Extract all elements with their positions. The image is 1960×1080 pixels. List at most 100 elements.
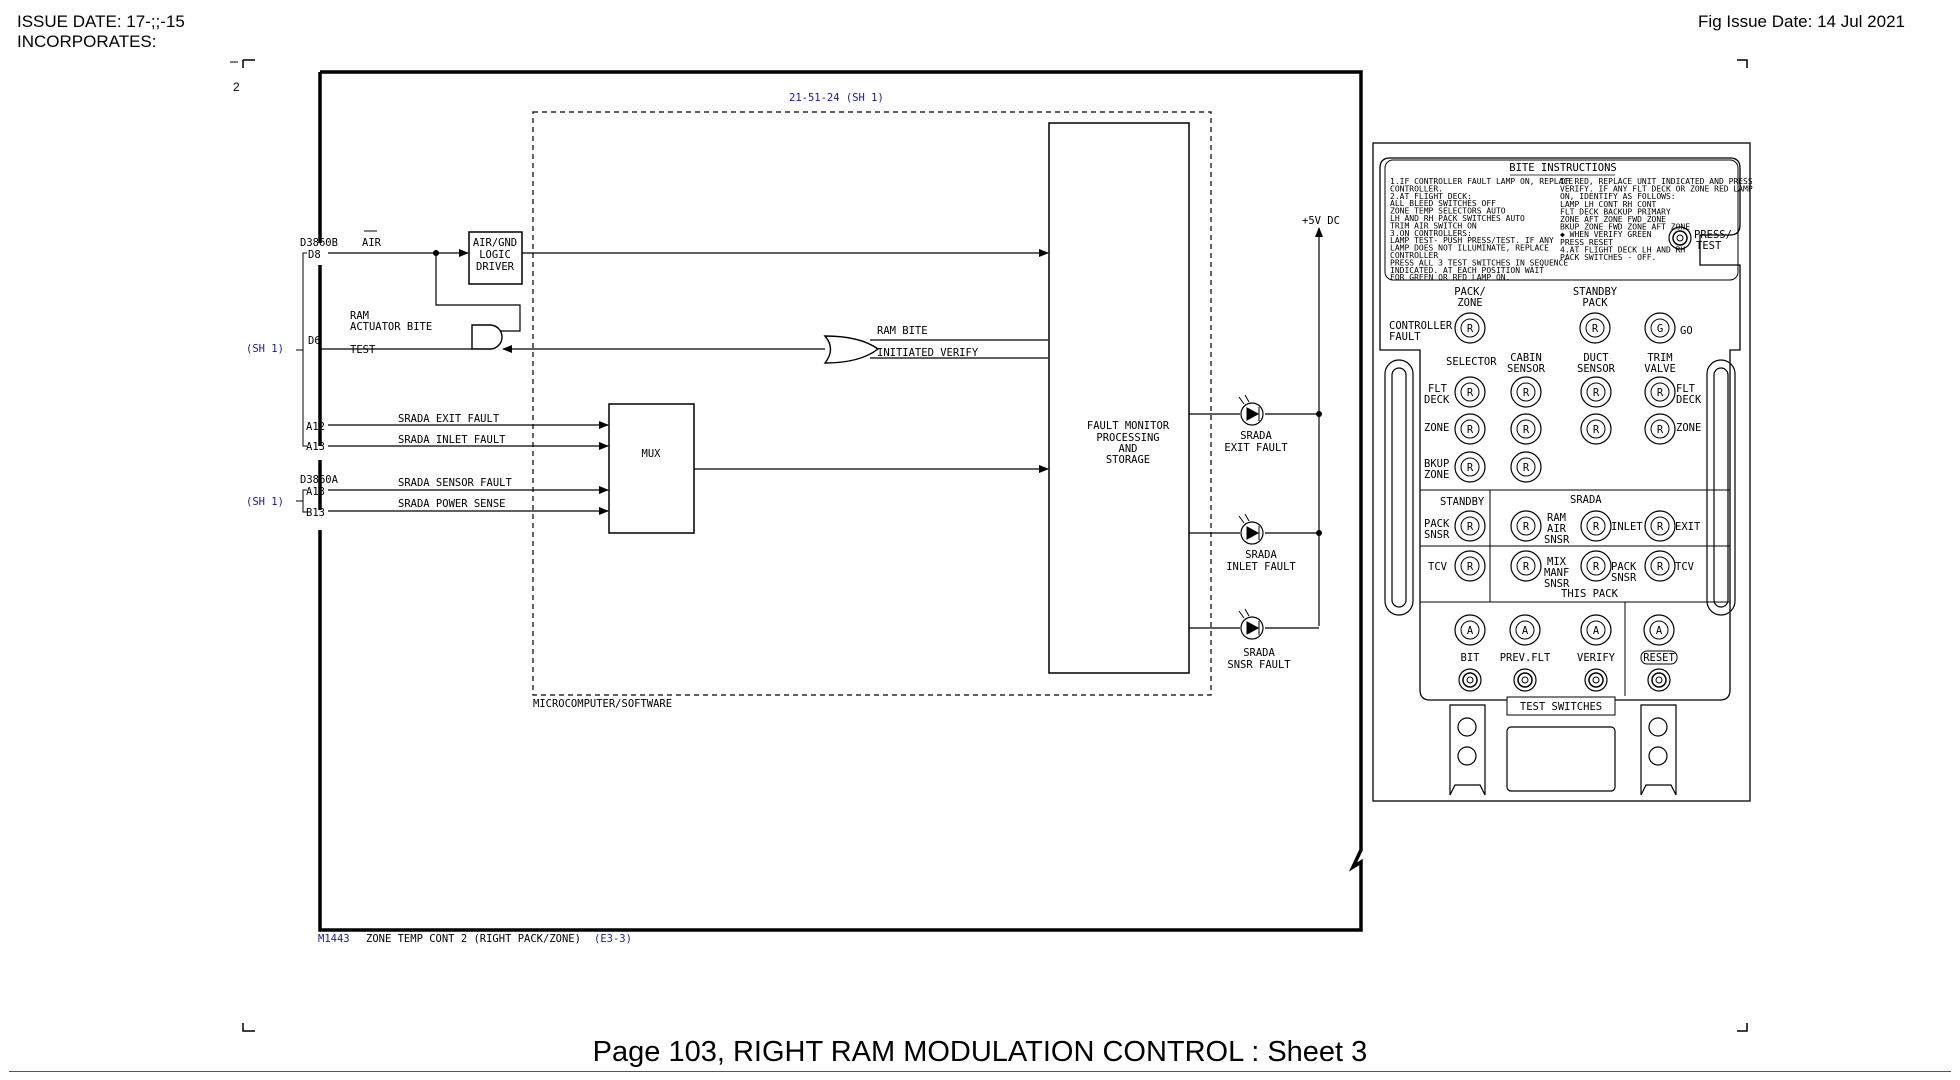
flt-deck-right-line2: DECK <box>1676 394 1702 406</box>
bite-instructions-left: 1.IF CONTROLLER FAULT LAMP ON, REPLACECO… <box>1390 177 1573 282</box>
reset-lamp <box>1643 614 1675 646</box>
srada-exit-lamp <box>1644 510 1676 542</box>
bite-instructions-right: IF RED, REPLACE UNIT INDICATED AND PRESS… <box>1560 177 1753 262</box>
reset-switch-ring <box>1651 672 1667 688</box>
duct-sensor-flt-deck-lamp <box>1580 376 1612 408</box>
verify-switch[interactable] <box>1584 668 1608 692</box>
bit-switch-ring <box>1466 676 1474 684</box>
duct-sensor-zone-lamp <box>1580 413 1612 445</box>
tcv-lamp-inner <box>1650 556 1670 576</box>
pack-zone-line2: ZONE <box>1457 297 1482 309</box>
bite-instruction-left-line: LAMP DOES NOT ILLUMINATE, REPLACE <box>1390 244 1549 253</box>
duct-sensor-line1: DUCT <box>1583 352 1609 364</box>
incorporates-label: INCORPORATES: <box>17 32 157 51</box>
bite-instruction-left-line: ALL BLEED SWITCHES OFF <box>1390 199 1496 208</box>
verify-switch-ring <box>1592 676 1600 684</box>
schematic-border <box>318 70 1363 932</box>
test-label: TEST <box>350 344 376 356</box>
bite-instruction-right-line: ZONE AFT ZONE FWD ZONE <box>1560 215 1666 224</box>
srada-ram-air-lamp-inner <box>1516 516 1536 536</box>
issue-date: ISSUE DATE: 17-;;-15 <box>17 12 185 31</box>
cabin-sensor-bkup-zone-lamp-letter: R <box>1523 462 1530 474</box>
standby-tcv-lamp-inner <box>1460 556 1480 576</box>
lamp-exit <box>1189 394 1322 426</box>
srada-inlet-lamp <box>1580 510 1612 542</box>
standby-pack-line1: STANDBY <box>1573 286 1618 298</box>
cabin-sensor-bkup-zone-lamp-inner <box>1516 457 1536 477</box>
srada-label: SRADA <box>1570 494 1602 506</box>
flt-deck-left-line2: DECK <box>1424 394 1450 406</box>
tcv-right-label: TCV <box>1675 561 1695 573</box>
cabin-sensor-line2: SENSOR <box>1507 363 1546 375</box>
connector-a-label: D3860A <box>300 474 339 486</box>
selector-bkup-zone-lamp-letter: R <box>1467 462 1474 474</box>
bite-instruction-left-line: CONTROLLER. <box>1390 184 1443 193</box>
srada-power-sense-label: SRADA POWER SENSE <box>398 498 505 510</box>
standby-label: STANDBY <box>1440 496 1485 508</box>
pin-a12: A12 <box>306 421 325 433</box>
reset-switch-ring <box>1655 676 1663 684</box>
pin-d8: D8 <box>308 249 321 261</box>
footer-ref2: (E3-3) <box>594 933 632 945</box>
panel-handles <box>1384 359 1736 616</box>
selector-bkup-zone-lamp-inner <box>1460 457 1480 477</box>
tcv-lamp-letter: R <box>1657 561 1664 573</box>
mux-label: MUX <box>642 448 662 460</box>
pin-a13-a: A13 <box>306 486 325 498</box>
bit-switch[interactable] <box>1458 668 1482 692</box>
verify-switch-ring <box>1588 672 1604 688</box>
standby-pack-snsr-lamp <box>1454 510 1486 542</box>
fault-monitor-line3: AND <box>1119 443 1138 455</box>
microcomputer-label: MICROCOMPUTER/SOFTWARE <box>533 698 672 710</box>
lamp-inlet <box>1189 513 1322 545</box>
bite-instruction-left-line: INDICATED. AT EACH POSITION WAIT <box>1390 266 1544 275</box>
ram-actuator-line1: RAM <box>350 310 369 322</box>
zone-right-label: ZONE <box>1676 422 1701 434</box>
lamp-sensor-line2: SNSR FAULT <box>1227 659 1291 671</box>
crop-marks <box>230 59 1748 1032</box>
press-test-button[interactable] <box>1668 226 1692 250</box>
bite-instruction-right-line: ON, IDENTIFY AS FOLLOWS: <box>1560 192 1676 201</box>
standby-tcv-lamp <box>1454 550 1486 582</box>
exit-label: EXIT <box>1675 521 1701 533</box>
duct-sensor-zone-lamp-inner <box>1586 419 1606 439</box>
prev-flt-lamp <box>1509 614 1541 646</box>
pack-snsr-right-line1: PACK <box>1611 561 1637 573</box>
standby-pack-lamp-letter: R <box>1592 323 1599 335</box>
selector-flt-deck-lamp-letter: R <box>1467 387 1474 399</box>
pack-snsr-right-line2: SNSR <box>1611 572 1637 584</box>
srada-ram-air-lamp <box>1510 510 1542 542</box>
fault-monitor-line4: STORAGE <box>1106 454 1150 466</box>
zone-left-label: ZONE <box>1424 422 1449 434</box>
srada-exit-lamp-inner <box>1650 516 1670 536</box>
tcv-lamp <box>1644 550 1676 582</box>
mix-manf-snsr-line2: MANF <box>1544 567 1569 579</box>
prev-flt-switch-ring <box>1517 672 1533 688</box>
panel-grid <box>1420 489 1730 696</box>
duct-sensor-flt-deck-lamp-letter: R <box>1593 387 1600 399</box>
inlet-label: INLET <box>1611 521 1643 533</box>
pin-d6: D6 <box>308 335 321 347</box>
cabin-sensor-bkup-zone-lamp <box>1510 451 1542 483</box>
standby-pack-snsr-lamp-inner <box>1460 516 1480 536</box>
bit-switch-ring <box>1462 672 1478 688</box>
this-pack-label: THIS PACK <box>1561 588 1619 600</box>
reset-switch[interactable] <box>1647 668 1671 692</box>
selector-zone-lamp <box>1454 413 1486 445</box>
controller-fault-lamp-letter: R <box>1467 323 1474 335</box>
trim-valve-line1: TRIM <box>1647 352 1672 364</box>
bite-instruction-left-line: 2.AT FLIGHT DECK: <box>1390 192 1472 201</box>
verify-lamp <box>1580 614 1612 646</box>
cabin-sensor-flt-deck-lamp <box>1510 376 1542 408</box>
trim-valve-flt-deck-lamp-letter: R <box>1657 387 1664 399</box>
controller-fault-line1: CONTROLLER <box>1389 320 1453 332</box>
prev-flt-switch[interactable] <box>1513 668 1537 692</box>
lamp-inlet-line1: SRADA <box>1245 549 1277 561</box>
bite-instruction-left-line: FOR GREEN OR RED LAMP ON. <box>1390 273 1510 282</box>
cabin-sensor-zone-lamp-letter: R <box>1523 424 1530 436</box>
lamp-sensor <box>1189 608 1319 640</box>
trim-valve-flt-deck-lamp <box>1644 376 1676 408</box>
trim-valve-line2: VALVE <box>1644 363 1676 375</box>
bkup-zone-line1: BKUP <box>1424 458 1449 470</box>
